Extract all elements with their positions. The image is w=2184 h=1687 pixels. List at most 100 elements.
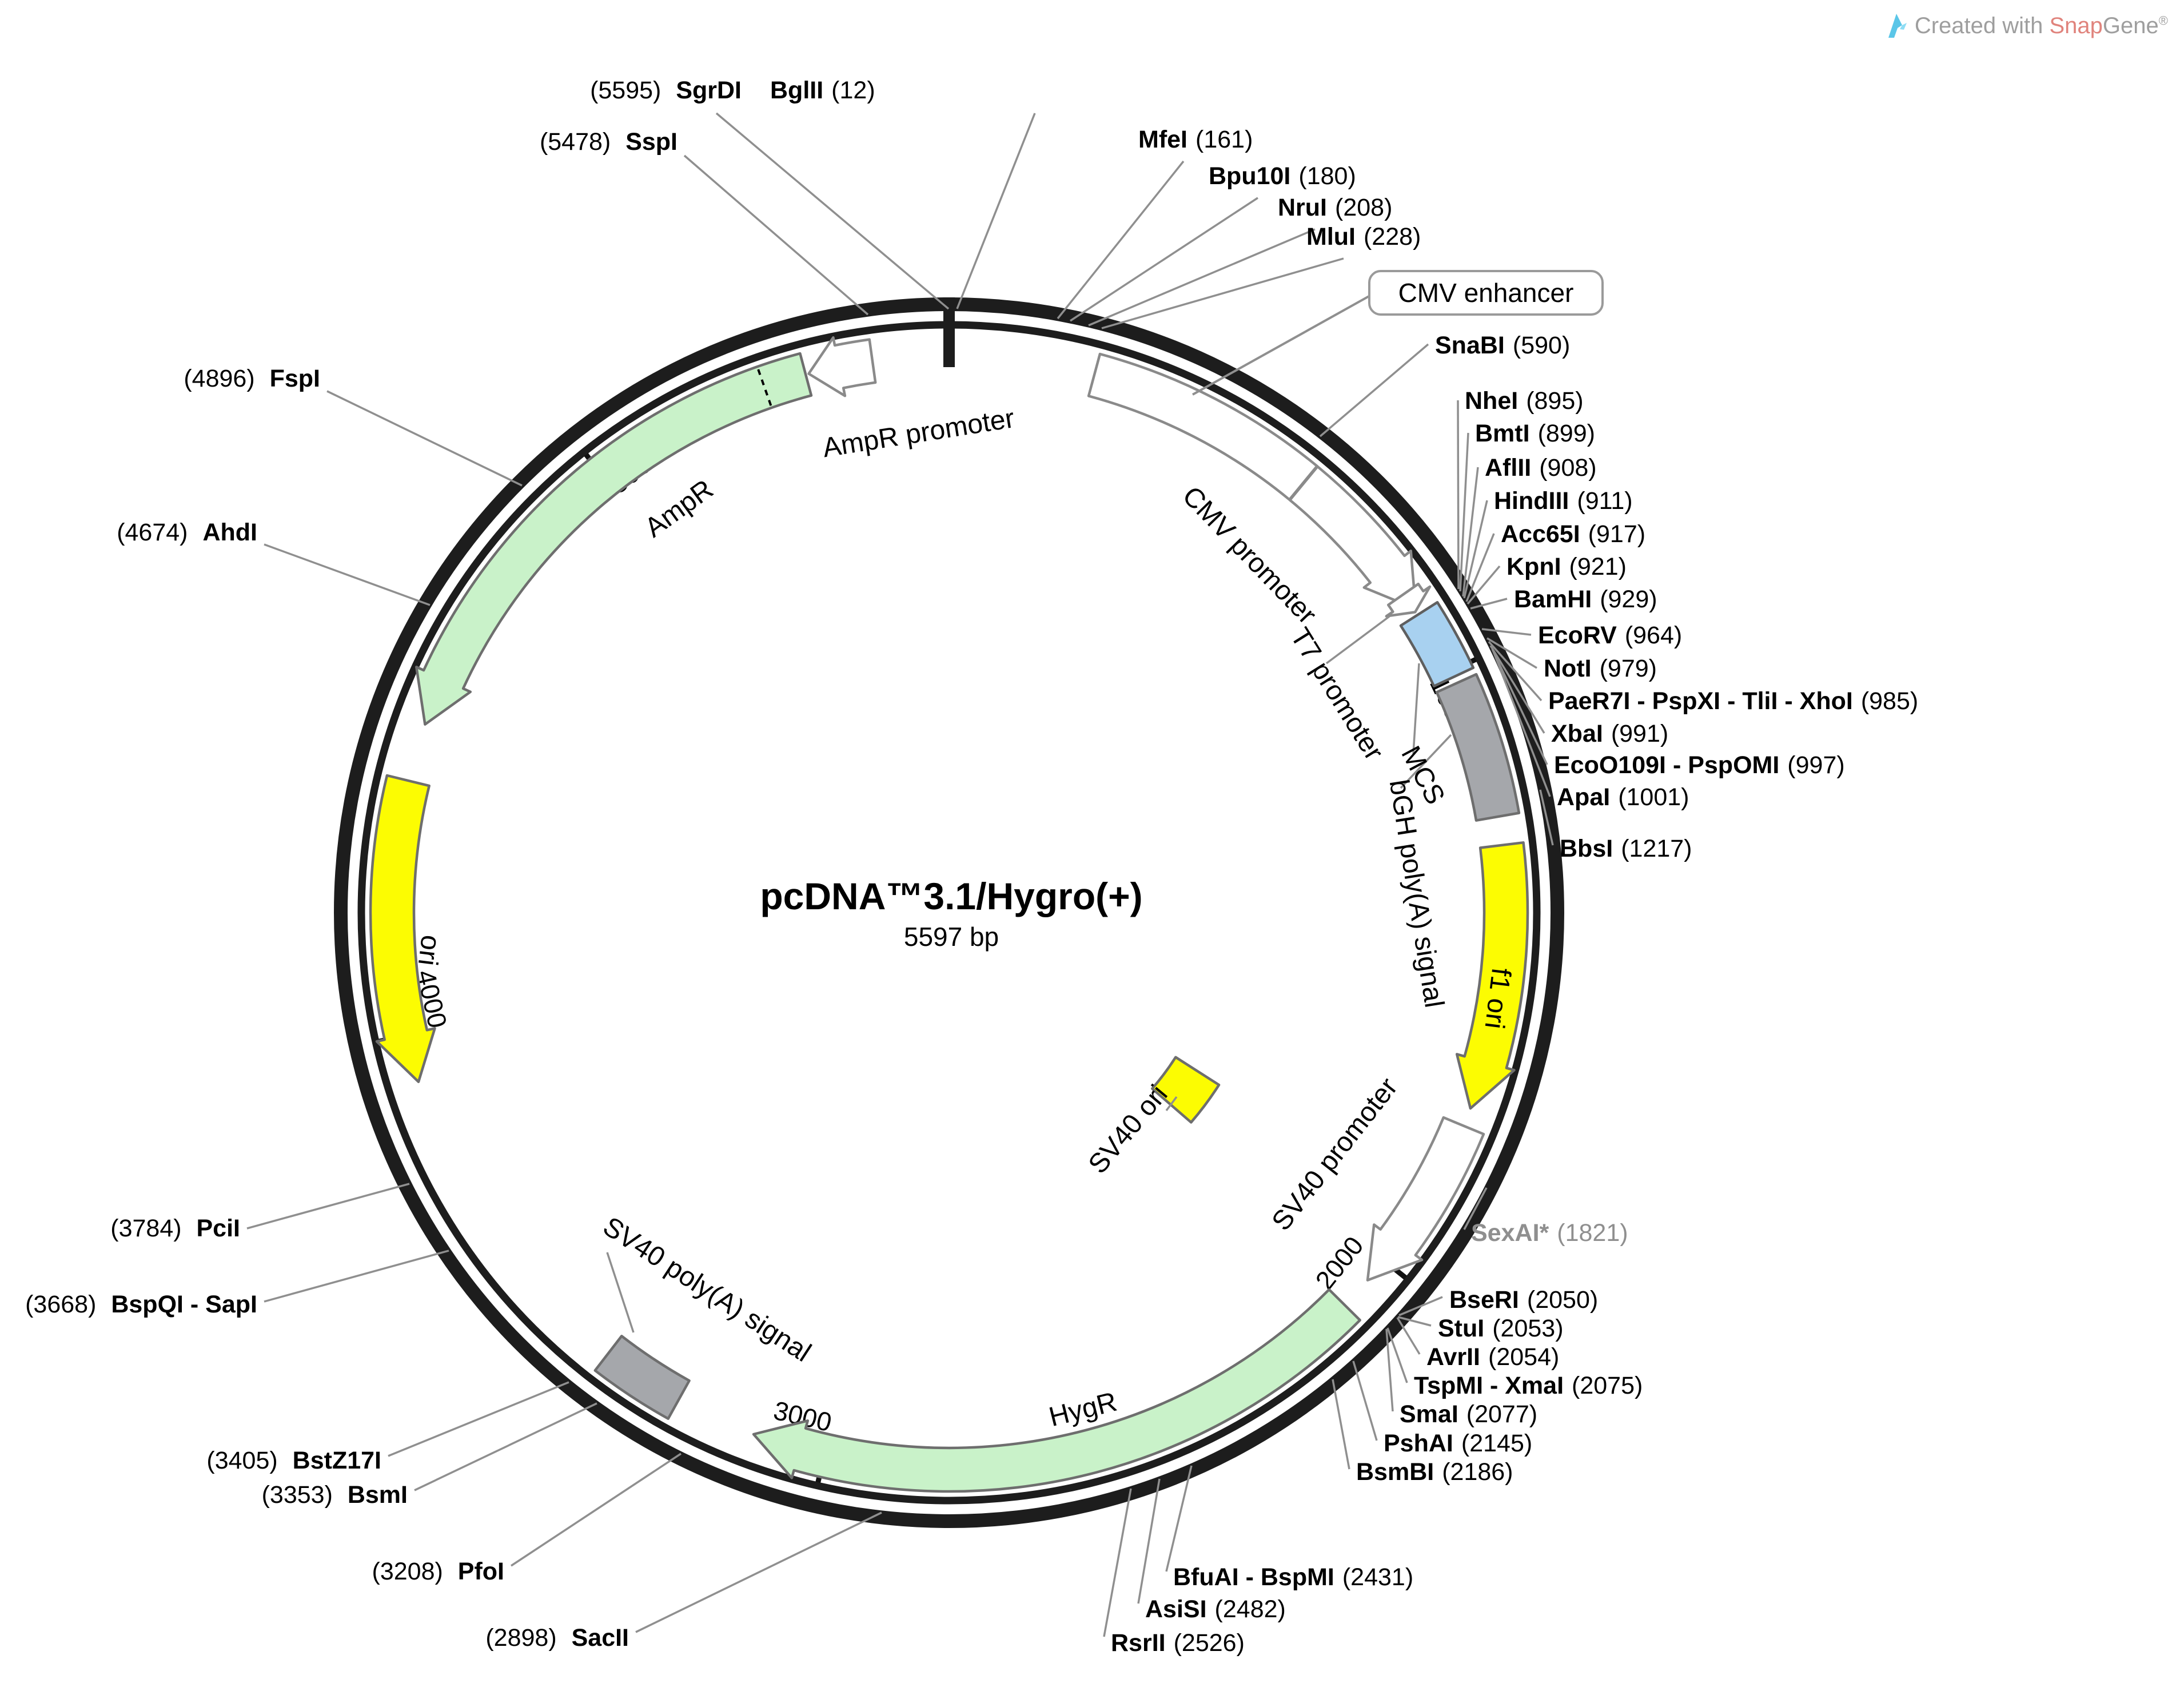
- site-position: (895): [1526, 387, 1583, 415]
- site-name: FspI: [270, 365, 320, 392]
- leader-line: [1352, 1360, 1378, 1441]
- snapgene-logo-icon: [1888, 14, 1907, 38]
- site-name: XbaI: [1551, 720, 1603, 747]
- registered-mark: ®: [2158, 13, 2168, 28]
- site-position: (964): [1625, 622, 1682, 649]
- site-position: (997): [1787, 751, 1844, 779]
- site-name: MluI: [1306, 223, 1356, 250]
- site-label: (3353) BsmI: [262, 1481, 408, 1509]
- site-name: AflII: [1485, 454, 1531, 482]
- site-label: BsmBI(2186): [1356, 1458, 1513, 1486]
- site-name: RsrII: [1111, 1629, 1166, 1657]
- site-label: BmtI(899): [1475, 420, 1595, 447]
- site-label: ApaI(1001): [1557, 783, 1689, 811]
- leader-line: [326, 390, 523, 487]
- leader-line: [414, 1402, 597, 1491]
- site-position: (3353): [262, 1481, 340, 1509]
- site-position: (2053): [1492, 1315, 1563, 1342]
- leader-line: [1481, 628, 1532, 636]
- site-label: StuI(2053): [1438, 1315, 1564, 1342]
- site-position: (2075): [1572, 1372, 1643, 1399]
- leader-line: [1492, 651, 1551, 797]
- site-label: BglII(12): [770, 77, 875, 104]
- site-position: (911): [1577, 487, 1632, 515]
- site-label: KpnI(921): [1507, 553, 1627, 580]
- leader-line: [246, 1183, 410, 1230]
- site-label: NruI(208): [1278, 194, 1392, 221]
- leader-line: [1070, 197, 1258, 322]
- leader-line: [1466, 565, 1501, 605]
- cmv-enhancer-label-box: CMV enhancer: [1192, 270, 1604, 396]
- site-label: HindIII(911): [1494, 487, 1633, 515]
- leader-line: [1462, 467, 1479, 597]
- site-position: (2054): [1488, 1343, 1559, 1371]
- site-name: PfoI: [458, 1558, 504, 1585]
- leader-line: [511, 1453, 681, 1567]
- site-name: BsmI: [348, 1481, 408, 1509]
- site-position: (899): [1538, 420, 1595, 447]
- feature-label-ampr: AmpR: [639, 474, 719, 543]
- site-label: Acc65I(917): [1501, 520, 1645, 548]
- leader-line: [388, 1381, 569, 1457]
- site-name: SmaI: [1400, 1400, 1458, 1428]
- site-label: EcoO109I - PspOMI (997): [1554, 751, 1845, 779]
- site-label: BbsI(1217): [1560, 835, 1692, 862]
- leader-line: [1398, 1296, 1443, 1316]
- site-label: MfeI(161): [1138, 126, 1253, 153]
- feature-bgh-poly-a-signal: [1435, 673, 1521, 822]
- site-label: AflII(908): [1485, 454, 1597, 482]
- site-name: BspQI - SapI: [111, 1291, 257, 1318]
- site-position: (921): [1569, 553, 1627, 580]
- feature-t7-promoter: [1385, 582, 1432, 618]
- site-name: MfeI: [1138, 126, 1187, 153]
- site-name: BstZ17I: [293, 1447, 381, 1474]
- site-position: (2186): [1442, 1458, 1513, 1486]
- tick-label: 2000: [1309, 1231, 1369, 1295]
- site-name: PciI: [197, 1215, 241, 1242]
- feature-label-ori: ori: [412, 933, 446, 967]
- feature-hygr: [752, 1288, 1361, 1493]
- feature-ampr: [415, 352, 813, 726]
- site-label: TspMI - XmaI (2075): [1414, 1372, 1643, 1399]
- site-position: (3208): [372, 1558, 450, 1585]
- leader-line: [1470, 598, 1508, 610]
- feature-mcs: [1399, 600, 1475, 688]
- site-position: (1001): [1618, 783, 1689, 811]
- leader-line: [1319, 343, 1429, 437]
- leader-line: [1325, 615, 1390, 665]
- leader-line: [1412, 663, 1420, 754]
- feature-sv40-promoter: [1366, 1116, 1485, 1282]
- site-position: (4896): [184, 365, 261, 392]
- site-name: SnaBI: [1435, 332, 1505, 359]
- leader-line: [1397, 1316, 1432, 1327]
- leader-line: [1386, 1327, 1408, 1383]
- site-label: PaeR7I - PspXI - TliI - XhoI(985): [1548, 687, 1918, 715]
- site-position: (2898): [485, 1624, 563, 1652]
- site-position: (917): [1588, 520, 1645, 548]
- site-label: (2898) SacII: [485, 1624, 629, 1652]
- snapgene-watermark: Created with SnapGene®: [1885, 13, 2168, 39]
- site-name: BseRI: [1449, 1286, 1519, 1314]
- site-position: (3784): [110, 1215, 188, 1242]
- site-name: SgrDI: [676, 77, 742, 104]
- site-position: (4674): [117, 519, 194, 546]
- label-box-text: CMV enhancer: [1398, 278, 1574, 308]
- site-name: TspMI - XmaI: [1414, 1372, 1564, 1399]
- site-name: EcoO109I - PspOMI: [1554, 751, 1779, 779]
- leader-line: [1396, 1317, 1421, 1355]
- site-label: (3784) PciI: [110, 1215, 240, 1242]
- site-position: (228): [1364, 223, 1421, 250]
- site-position: (2431): [1342, 1563, 1413, 1591]
- brand-gene: Gene: [2102, 13, 2159, 38]
- site-label: AsiSI(2482): [1145, 1596, 1286, 1623]
- site-position: (2145): [1461, 1430, 1532, 1457]
- site-position: (991): [1611, 720, 1668, 747]
- site-label: PshAI (2145): [1384, 1430, 1532, 1457]
- leader-line: [1165, 1096, 1178, 1112]
- site-name: SacII: [572, 1624, 629, 1652]
- site-label: NotI(979): [1544, 655, 1657, 682]
- site-position: (5595): [590, 77, 668, 104]
- site-name: PshAI: [1384, 1430, 1453, 1457]
- feature-sv40-poly-a-signal: [593, 1335, 691, 1421]
- leader-line: [1192, 294, 1372, 396]
